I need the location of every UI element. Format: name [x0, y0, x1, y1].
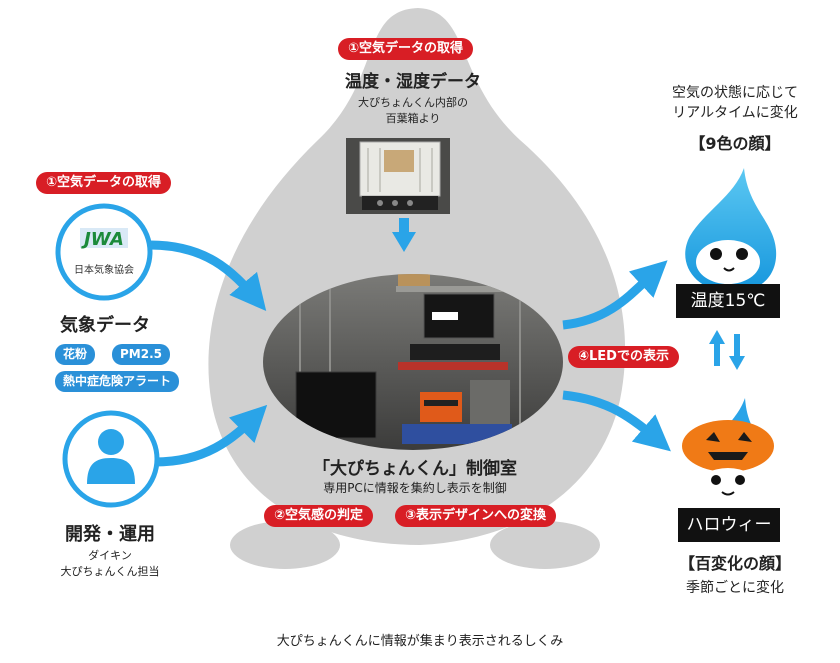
realtime-text-2: リアルタイムに変化	[672, 105, 798, 121]
realtime-text-1: 空気の状態に応じて	[672, 85, 798, 101]
arrow-room-to-hundred-faces	[562, 390, 671, 452]
sensor-photo	[346, 138, 450, 214]
hundred-faces-label: 【百変化の顔】	[678, 554, 791, 573]
nine-faces-label: 【9色の顔】	[689, 134, 781, 153]
sensor-subtitle-1: 大ぴちょんくん内部の	[358, 96, 468, 109]
arrow-dev-to-room	[154, 404, 268, 467]
temperature-label: 温度15℃	[676, 284, 780, 318]
figure-caption: 大ぴちょんくんに情報が集まり表示されるしくみ	[276, 634, 564, 649]
jwa-logo-text: 日本気象協会	[74, 265, 134, 276]
arrow-room-to-nine-faces	[562, 260, 668, 330]
svg-text:JWA: JWA	[81, 229, 124, 250]
tag-pollen: 花粉	[55, 344, 96, 365]
blue-drop-face	[685, 168, 777, 293]
badge-led-display: ④LEDでの表示	[568, 346, 679, 368]
arrow-weather-to-room	[149, 240, 267, 312]
swap-arrows-icon	[709, 330, 745, 370]
badge-data-acquisition-top: ①空気データの取得	[338, 38, 474, 60]
badge-air-judgement: ②空気感の判定	[264, 505, 374, 527]
weather-title: 気象データ	[60, 315, 150, 336]
seasonal-change-text: 季節ごとに変化	[686, 580, 784, 596]
person-icon	[62, 410, 160, 508]
pumpkin-face	[682, 398, 774, 504]
tag-pm25: PM2.5	[112, 344, 170, 365]
halloween-label: ハロウィー	[678, 508, 780, 542]
badge-design-conversion: ③表示デザインへの変換	[395, 505, 557, 527]
dev-title: 開発・運用	[65, 524, 155, 545]
sensor-title: 温度・湿度データ	[345, 72, 481, 92]
tag-heatstroke-alert: 熱中症危険アラート	[55, 371, 180, 392]
control-room-subtitle: 専用PCに情報を集約し表示を制御	[323, 481, 507, 495]
control-room-photo	[263, 274, 563, 450]
sensor-subtitle-2: 百葉箱より	[385, 112, 441, 125]
badge-data-acquisition-left: ①空気データの取得	[36, 172, 172, 194]
arrow-sensor-to-room	[392, 218, 416, 252]
dev-subtitle-1: ダイキン	[88, 549, 132, 562]
control-room-title: 「大ぴちょんくん」制御室	[313, 459, 517, 479]
jwa-logo: JWA	[55, 203, 153, 301]
dev-subtitle-2: 大ぴちょんくん担当	[60, 565, 160, 578]
